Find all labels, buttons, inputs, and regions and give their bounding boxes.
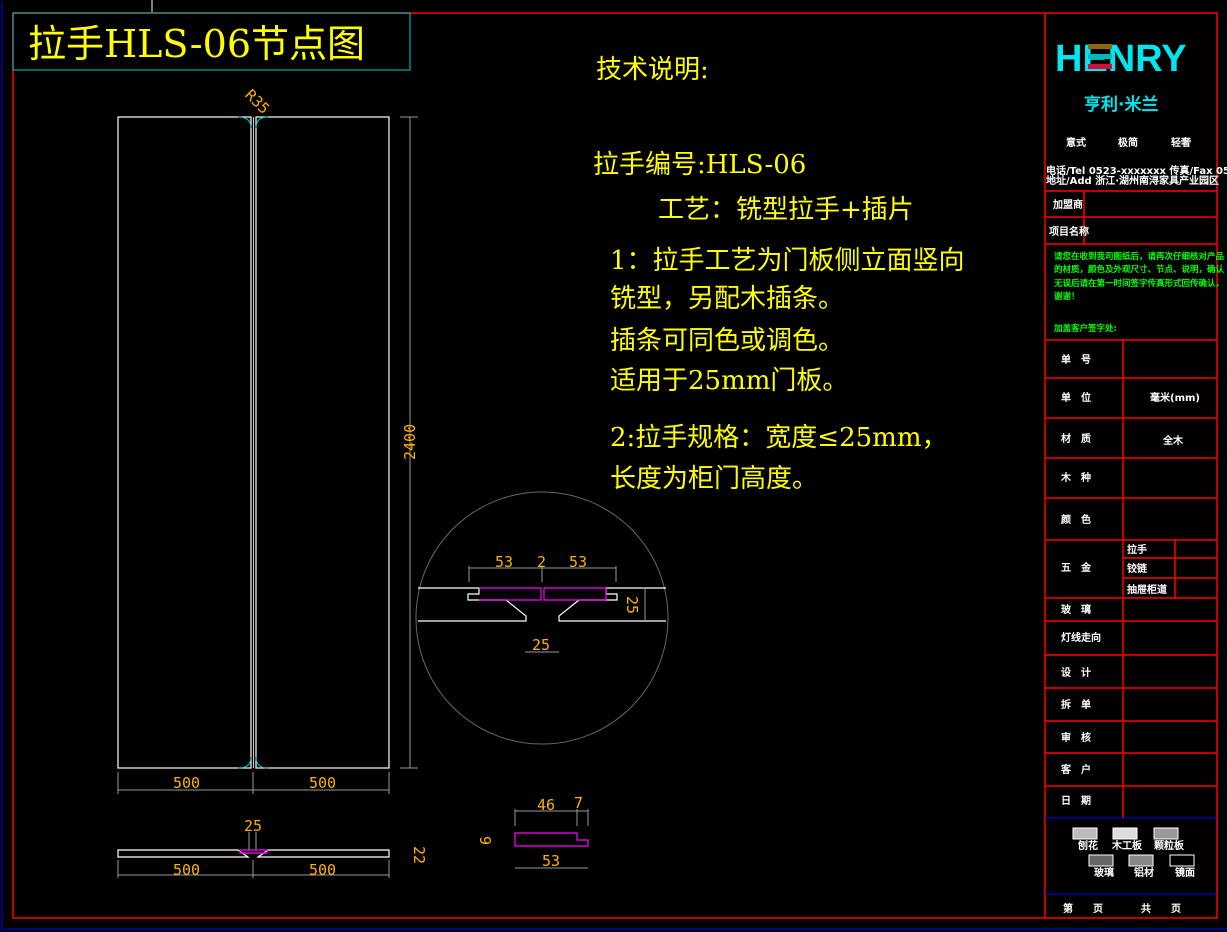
svg-text:500: 500 <box>309 861 336 879</box>
title-block: HENRY 亨利·米兰 意式 极简 轻奢 电话/Tel 0523-xxxxxxx… <box>1044 13 1227 918</box>
svg-text:46: 46 <box>537 796 555 814</box>
svg-text:电话/Tel 0523-xxxxxxx 传真/Fax 0: 电话/Tel 0523-xxxxxxx 传真/Fax 0523-xxxxxxx <box>1046 164 1227 177</box>
svg-text:颗粒板: 颗粒板 <box>1154 839 1185 852</box>
svg-text:审 核: 审 核 <box>1061 731 1091 744</box>
svg-text:2: 2 <box>537 553 546 571</box>
detail-view: 53 2 53 25 25 <box>415 491 669 745</box>
svg-text:刨花: 刨花 <box>1077 839 1098 852</box>
svg-text:500: 500 <box>309 774 336 792</box>
svg-text:9: 9 <box>476 836 494 845</box>
insert-strip-detail: 46 7 9 53 <box>476 794 589 870</box>
svg-text:25: 25 <box>244 817 262 835</box>
svg-text:玻璃: 玻璃 <box>1094 866 1114 879</box>
svg-text:极简: 极简 <box>1118 136 1138 149</box>
radius-dimension: R35 <box>241 86 273 118</box>
svg-text:镜面: 镜面 <box>1175 866 1195 879</box>
technical-notes: 技术说明: 拉手编号:HLS-06 工艺：铣型拉手+插片 1：拉手工艺为门板侧立… <box>593 55 965 494</box>
svg-text:铣型，另配木插条。: 铣型，另配木插条。 <box>610 284 844 314</box>
svg-text:意式: 意式 <box>1066 136 1086 149</box>
svg-text:请您在收到我司图纸后，请再次仔细核对产品: 请您在收到我司图纸后，请再次仔细核对产品 <box>1054 251 1225 262</box>
svg-text:拉手: 拉手 <box>1127 543 1147 556</box>
svg-text:加盖客户签字处:: 加盖客户签字处: <box>1053 323 1117 334</box>
svg-text:谢谢！: 谢谢！ <box>1054 291 1080 302</box>
door-elevation: R35 2400 500 500 <box>117 86 419 794</box>
svg-text:25: 25 <box>532 636 550 654</box>
svg-text:HENRY: HENRY <box>1055 38 1187 80</box>
svg-text:500: 500 <box>173 861 200 879</box>
svg-text:轻奢: 轻奢 <box>1171 136 1192 149</box>
svg-text:适用于25mm门板。: 适用于25mm门板。 <box>610 366 848 396</box>
svg-text:22: 22 <box>410 846 428 864</box>
svg-text:颜 色: 颜 色 <box>1061 513 1091 526</box>
svg-text:毫米(mm): 毫米(mm) <box>1150 391 1200 404</box>
svg-text:客 户: 客 户 <box>1060 763 1091 776</box>
svg-text:第 页: 第 页 <box>1063 902 1103 915</box>
svg-text:抽屉柜道: 抽屉柜道 <box>1127 583 1167 596</box>
svg-text:木工板: 木工板 <box>1111 839 1143 852</box>
svg-text:单 位: 单 位 <box>1061 391 1091 404</box>
svg-text:项目名称: 项目名称 <box>1049 225 1089 238</box>
svg-text:加盟商: 加盟商 <box>1052 198 1083 211</box>
svg-text:53: 53 <box>495 553 513 571</box>
svg-text:25: 25 <box>623 596 641 614</box>
svg-text:玻 璃: 玻 璃 <box>1061 603 1091 616</box>
material-legend: 刨花 木工板 颗粒板 玻璃 铝材 镜面 <box>1072 827 1195 879</box>
svg-text:500: 500 <box>173 774 200 792</box>
svg-text:铰链: 铰链 <box>1127 562 1148 575</box>
svg-text:单 号: 单 号 <box>1061 353 1091 366</box>
svg-text:共 页: 共 页 <box>1141 902 1181 915</box>
svg-text:铝材: 铝材 <box>1134 866 1154 879</box>
svg-text:地址/Add 浙江·湖州南浔家具产业园区: 地址/Add 浙江·湖州南浔家具产业园区 <box>1046 174 1219 187</box>
svg-text:灯线走向: 灯线走向 <box>1061 631 1101 644</box>
svg-text:拉手编号:HLS-06: 拉手编号:HLS-06 <box>593 150 806 180</box>
svg-text:1：拉手工艺为门板侧立面竖向: 1：拉手工艺为门板侧立面竖向 <box>610 246 965 276</box>
svg-text:亨利·米兰: 亨利·米兰 <box>1084 94 1158 115</box>
svg-text:53: 53 <box>569 553 587 571</box>
drawing-frame <box>12 12 1218 919</box>
svg-text:材 质: 材 质 <box>1061 432 1091 445</box>
height-dimension: 2400 <box>401 424 419 460</box>
svg-text:2:拉手规格：宽度≤25mm，: 2:拉手规格：宽度≤25mm， <box>610 423 947 453</box>
title-box <box>12 12 411 71</box>
svg-text:长度为柜门高度。: 长度为柜门高度。 <box>610 464 818 494</box>
svg-text:插条可同色或调色。: 插条可同色或调色。 <box>610 326 844 356</box>
door-section: 25 22 500 500 <box>117 817 428 879</box>
svg-text:全木: 全木 <box>1162 434 1184 447</box>
svg-text:拆 单: 拆 单 <box>1061 698 1091 711</box>
svg-text:53: 53 <box>542 852 560 870</box>
svg-text:技术说明:: 技术说明: <box>596 55 709 85</box>
svg-text:7: 7 <box>574 794 583 812</box>
svg-text:木 种: 木 种 <box>1060 471 1091 484</box>
svg-text:日 期: 日 期 <box>1061 794 1091 807</box>
drawing-title: 拉手HLS-06节点图 <box>28 22 365 66</box>
svg-text:的材质，颜色及外观尺寸、节点、说明，确认: 的材质，颜色及外观尺寸、节点、说明，确认 <box>1054 264 1225 275</box>
svg-text:无误后请在第一时间签字传真形式回传确认，: 无误后请在第一时间签字传真形式回传确认， <box>1053 278 1224 289</box>
svg-text:设 计: 设 计 <box>1061 666 1091 679</box>
svg-text:工艺：铣型拉手+插片: 工艺：铣型拉手+插片 <box>658 195 914 225</box>
svg-text:五 金: 五 金 <box>1061 561 1092 574</box>
brand-logo: HENRY 亨利·米兰 <box>1055 38 1187 115</box>
